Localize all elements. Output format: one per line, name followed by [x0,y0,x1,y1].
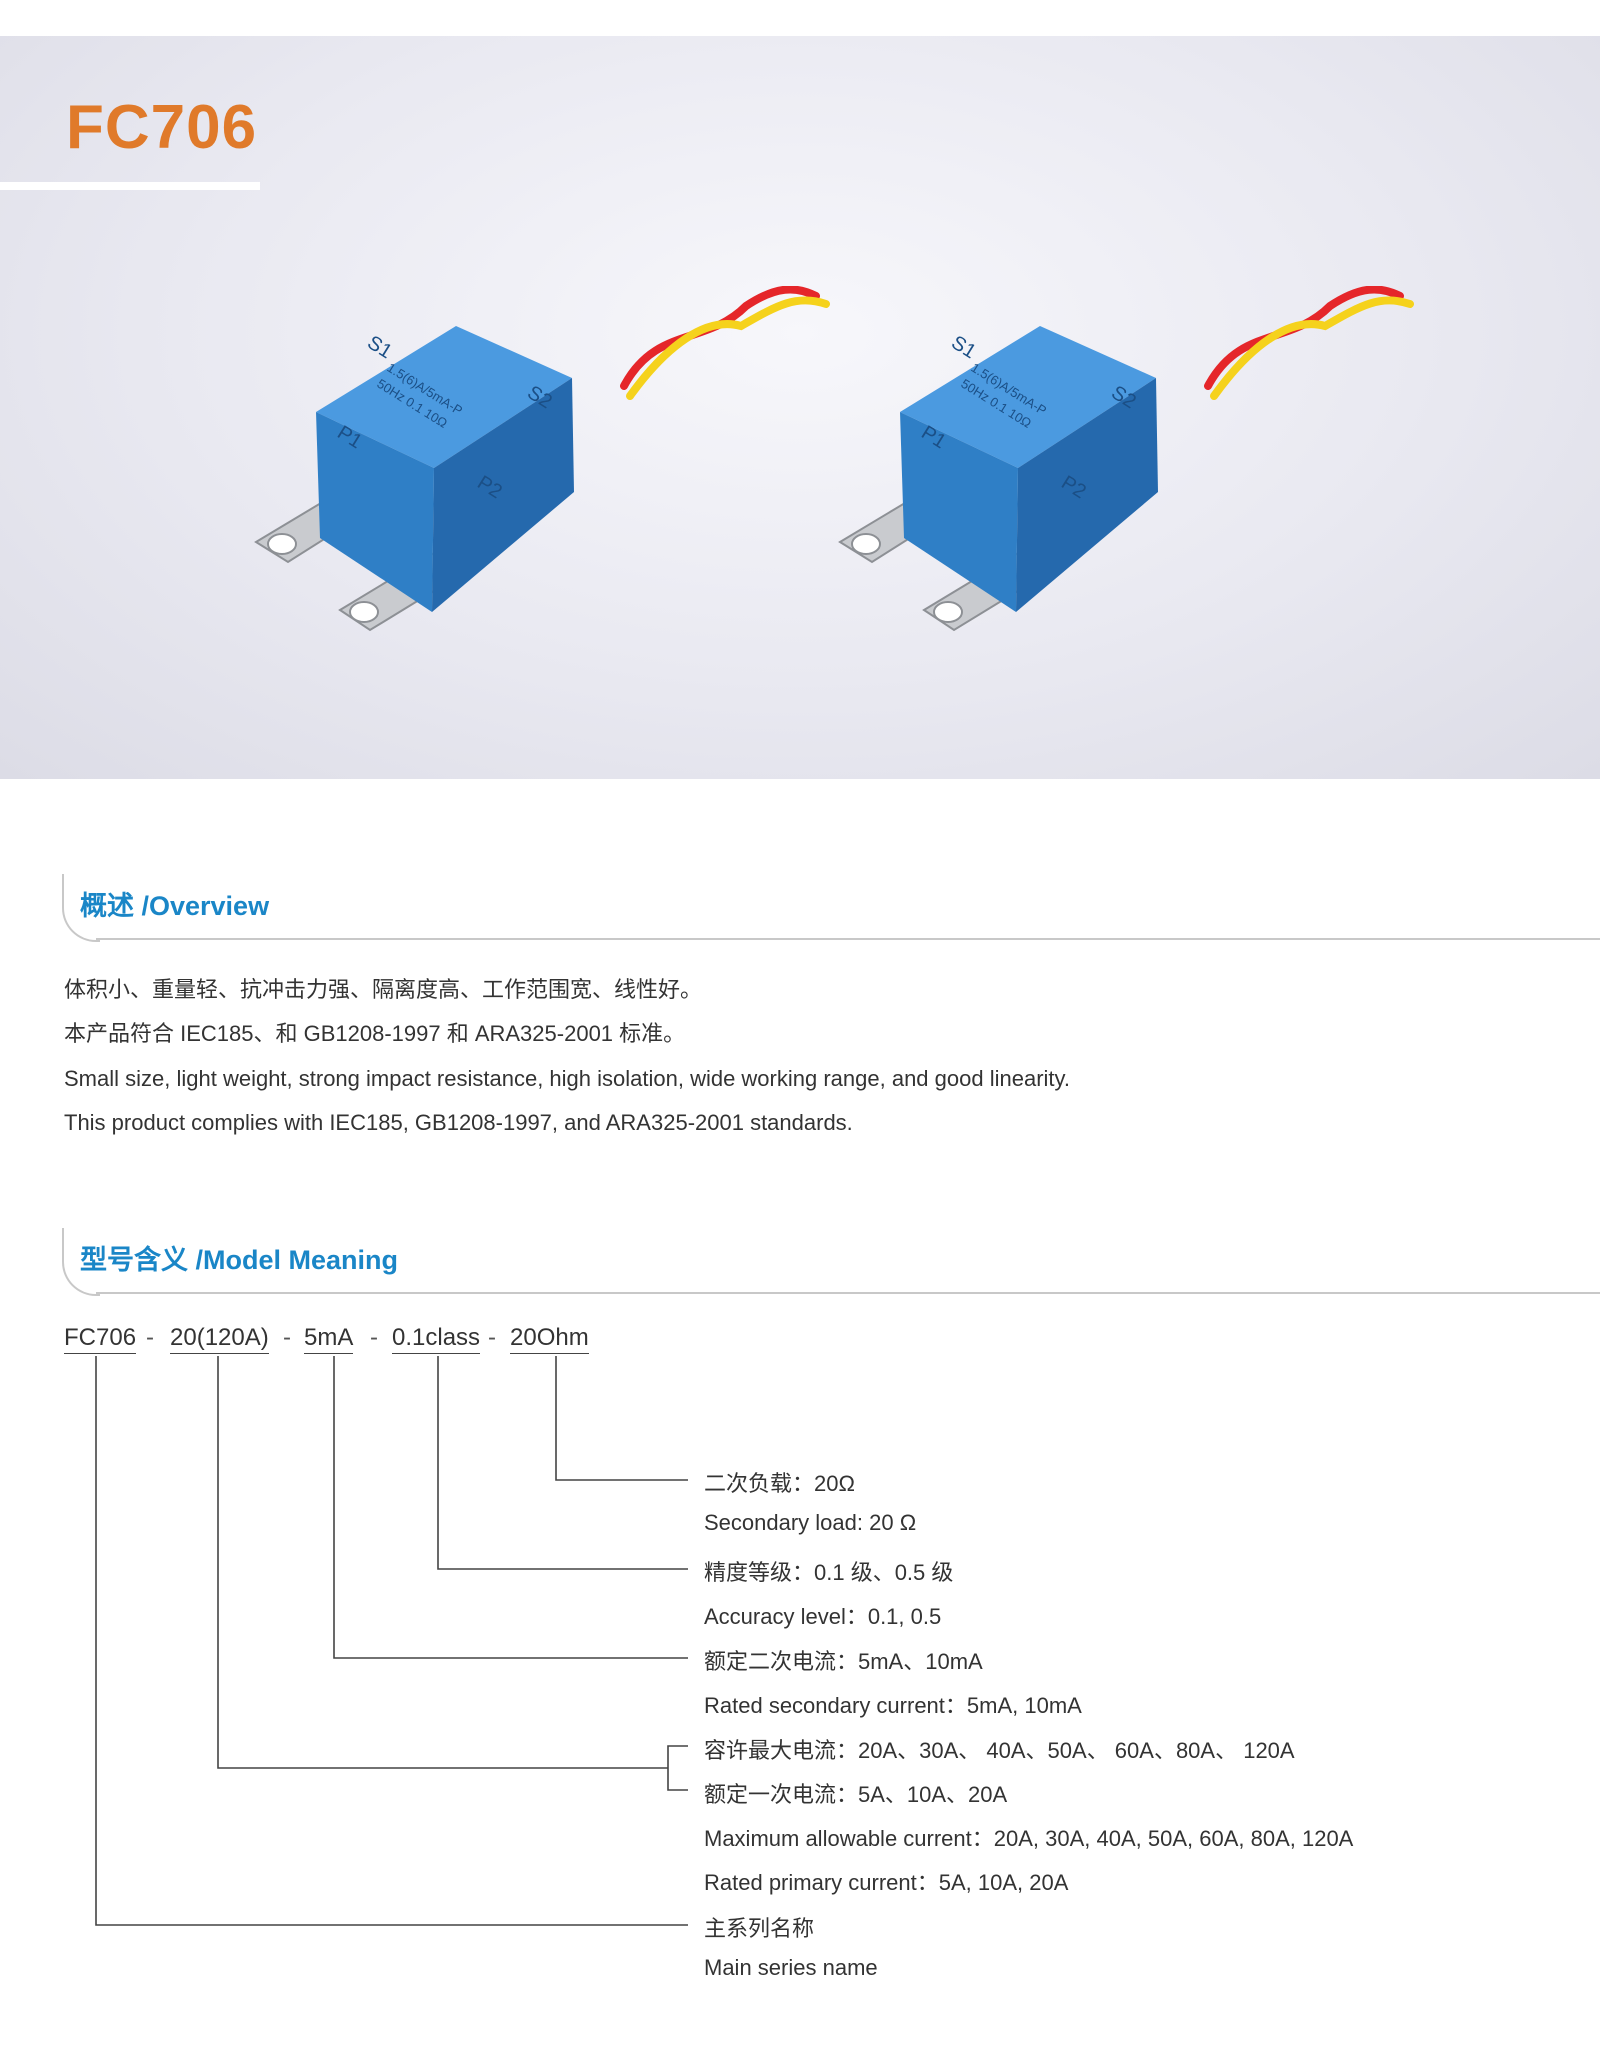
model-heading: 型号含义 /Model Meaning [80,1245,399,1275]
desc-accuracy-cn: 精度等级：0.1 级、0.5 级 [704,1560,954,1585]
heading-divider [96,1292,1600,1294]
code-current: 20(120A) [170,1324,269,1354]
code-separator: - [283,1324,291,1351]
overview-line-en-1: Small size, light weight, strong impact … [64,1066,1070,1091]
product-image: S1 1.5(6)A/5mA-P 50Hz 0.1 10Ω S2 P1 P2 [838,286,1414,632]
overview-section-heading: 概述 /Overview [62,874,1600,944]
overview-line-cn-1: 体积小、重量轻、抗冲击力强、隔离度高、工作范围宽、线性好。 [64,977,703,1002]
desc-series-en: Main series name [704,1955,878,1980]
overview-line-cn-2: 本产品符合 IEC185、和 GB1208-1997 和 ARA325-2001… [64,1021,686,1046]
desc-accuracy-en: Accuracy level：0.1, 0.5 [704,1604,942,1629]
code-separator: - [146,1324,154,1351]
code-load: 20Ohm [510,1324,589,1354]
desc-secondary-load-cn: 二次负载：20Ω [704,1471,855,1496]
marking-s1: S1 [363,332,395,364]
overview-heading: 概述 /Overview [80,891,270,921]
code-secondary: 5mA [304,1324,354,1354]
desc-series-cn: 主系列名称 [704,1916,815,1941]
desc-rated-primary-cn: 额定一次电流：5A、10A、20A [704,1782,1008,1807]
page-title: FC706 [66,93,258,162]
desc-rated-secondary-cn: 额定二次电流：5mA、10mA [704,1649,983,1674]
code-separator: - [370,1324,378,1351]
code-accuracy: 0.1class [392,1324,481,1354]
code-series: FC706 [64,1324,137,1354]
product-image: S1 1.5(6)A/5mA-P 50Hz 0.1 10Ω S2 P1 P2 [254,286,830,632]
overview-line-en-2: This product complies with IEC185, GB120… [64,1110,853,1135]
marking-s1: S1 [947,332,979,364]
desc-secondary-load-en: Secondary load: 20 Ω [704,1510,917,1535]
transformer-illustration: S1 1.5(6)A/5mA-P 50Hz 0.1 10Ω S2 P1 P2 [254,286,830,632]
desc-max-current-cn: 容许最大电流：20A、30A、 40A、50A、 60A、80A、 120A [704,1738,1295,1763]
heading-divider [96,938,1600,940]
code-separator: - [488,1324,496,1351]
desc-max-current-en: Maximum allowable current：20A, 30A, 40A,… [704,1826,1354,1851]
title-underline [0,182,260,190]
desc-rated-secondary-en: Rated secondary current：5mA, 10mA [704,1693,1082,1718]
transformer-illustration: S1 1.5(6)A/5mA-P 50Hz 0.1 10Ω S2 P1 P2 [838,286,1414,632]
desc-rated-primary-en: Rated primary current：5A, 10A, 20A [704,1870,1069,1895]
model-section-heading: 型号含义 /Model Meaning [62,1228,1600,1298]
hero-banner [0,36,1600,779]
